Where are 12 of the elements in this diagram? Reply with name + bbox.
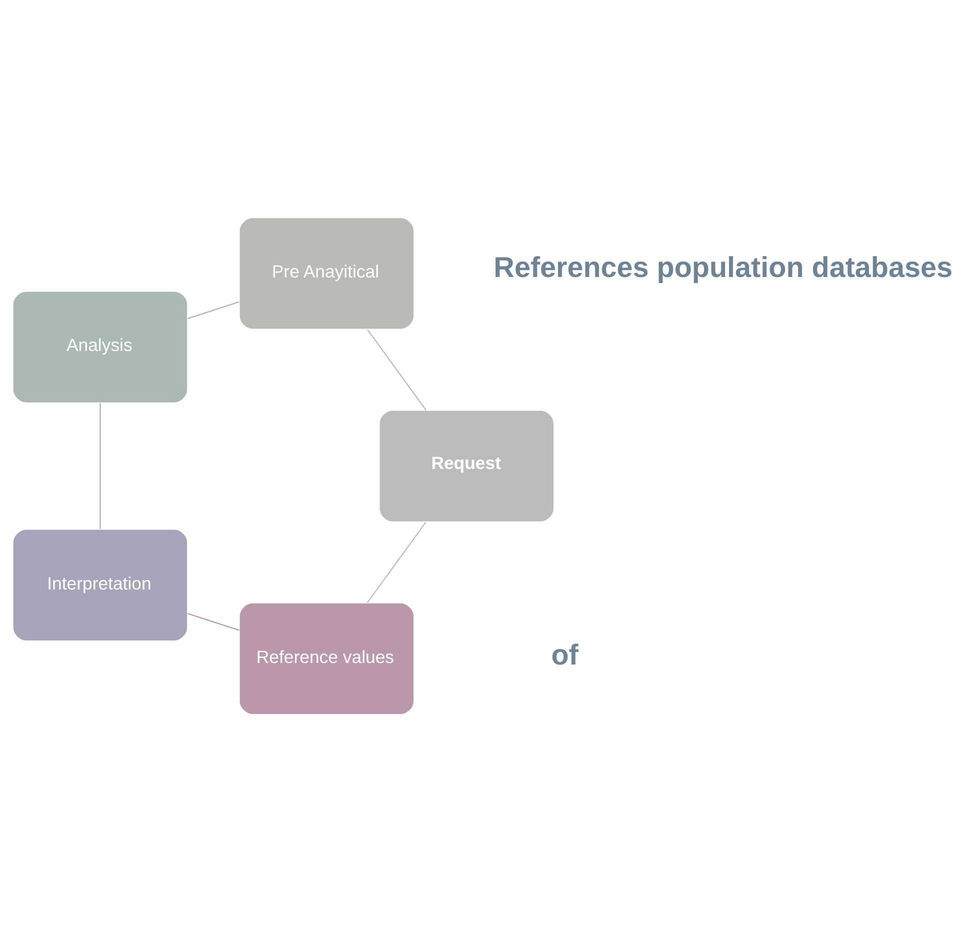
node-box: Analysis bbox=[12, 290, 188, 404]
connector bbox=[367, 329, 426, 410]
node-box: Pre Anayitical bbox=[238, 217, 415, 330]
label: of bbox=[551, 639, 578, 672]
connector bbox=[100, 403, 101, 529]
label: References population databases bbox=[494, 252, 952, 284]
node-box: Request bbox=[378, 410, 555, 522]
connector bbox=[188, 613, 240, 631]
node-box: Reference values bbox=[238, 602, 415, 716]
node-box: Interpretation bbox=[12, 528, 188, 642]
connector bbox=[366, 522, 426, 604]
connector bbox=[188, 301, 240, 320]
